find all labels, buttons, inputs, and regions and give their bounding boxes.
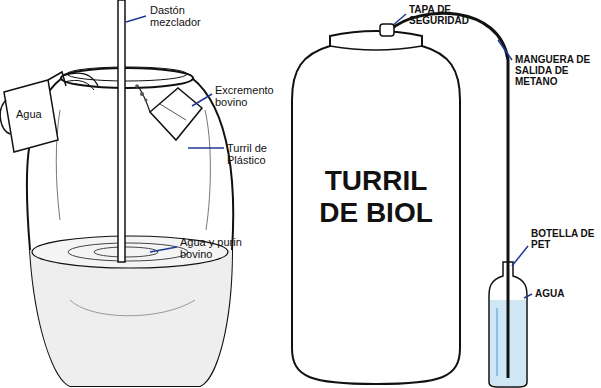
callout-label: MANGUERA DE SALIDA DE METANO	[515, 54, 597, 87]
pet-bottle	[489, 262, 527, 387]
leader-line	[126, 16, 224, 252]
callout-label: Turril de Plástico	[227, 142, 287, 166]
barrel-body	[292, 31, 460, 384]
manure-bag	[135, 84, 202, 140]
callout-label: TAPA DE SEGURIDAD	[409, 4, 489, 26]
callout-label: Excremento bovino	[215, 84, 281, 108]
mixing-stick	[118, 0, 125, 262]
barrel-label: TURRIL DE BIOL	[316, 165, 436, 229]
biol-barrel: TURRIL DE BIOL	[290, 8, 462, 386]
callout-label: Agua	[16, 108, 56, 120]
callout-label: Agua y purin bovino	[180, 236, 252, 260]
water-jug	[0, 72, 98, 152]
callout-label: AGUA	[535, 288, 585, 299]
safety-cap	[380, 24, 394, 36]
callout-label: Dastón mezclador	[150, 4, 212, 28]
barrel-rim	[330, 46, 422, 50]
callout-label: BOTELLA DE PET	[531, 228, 597, 250]
